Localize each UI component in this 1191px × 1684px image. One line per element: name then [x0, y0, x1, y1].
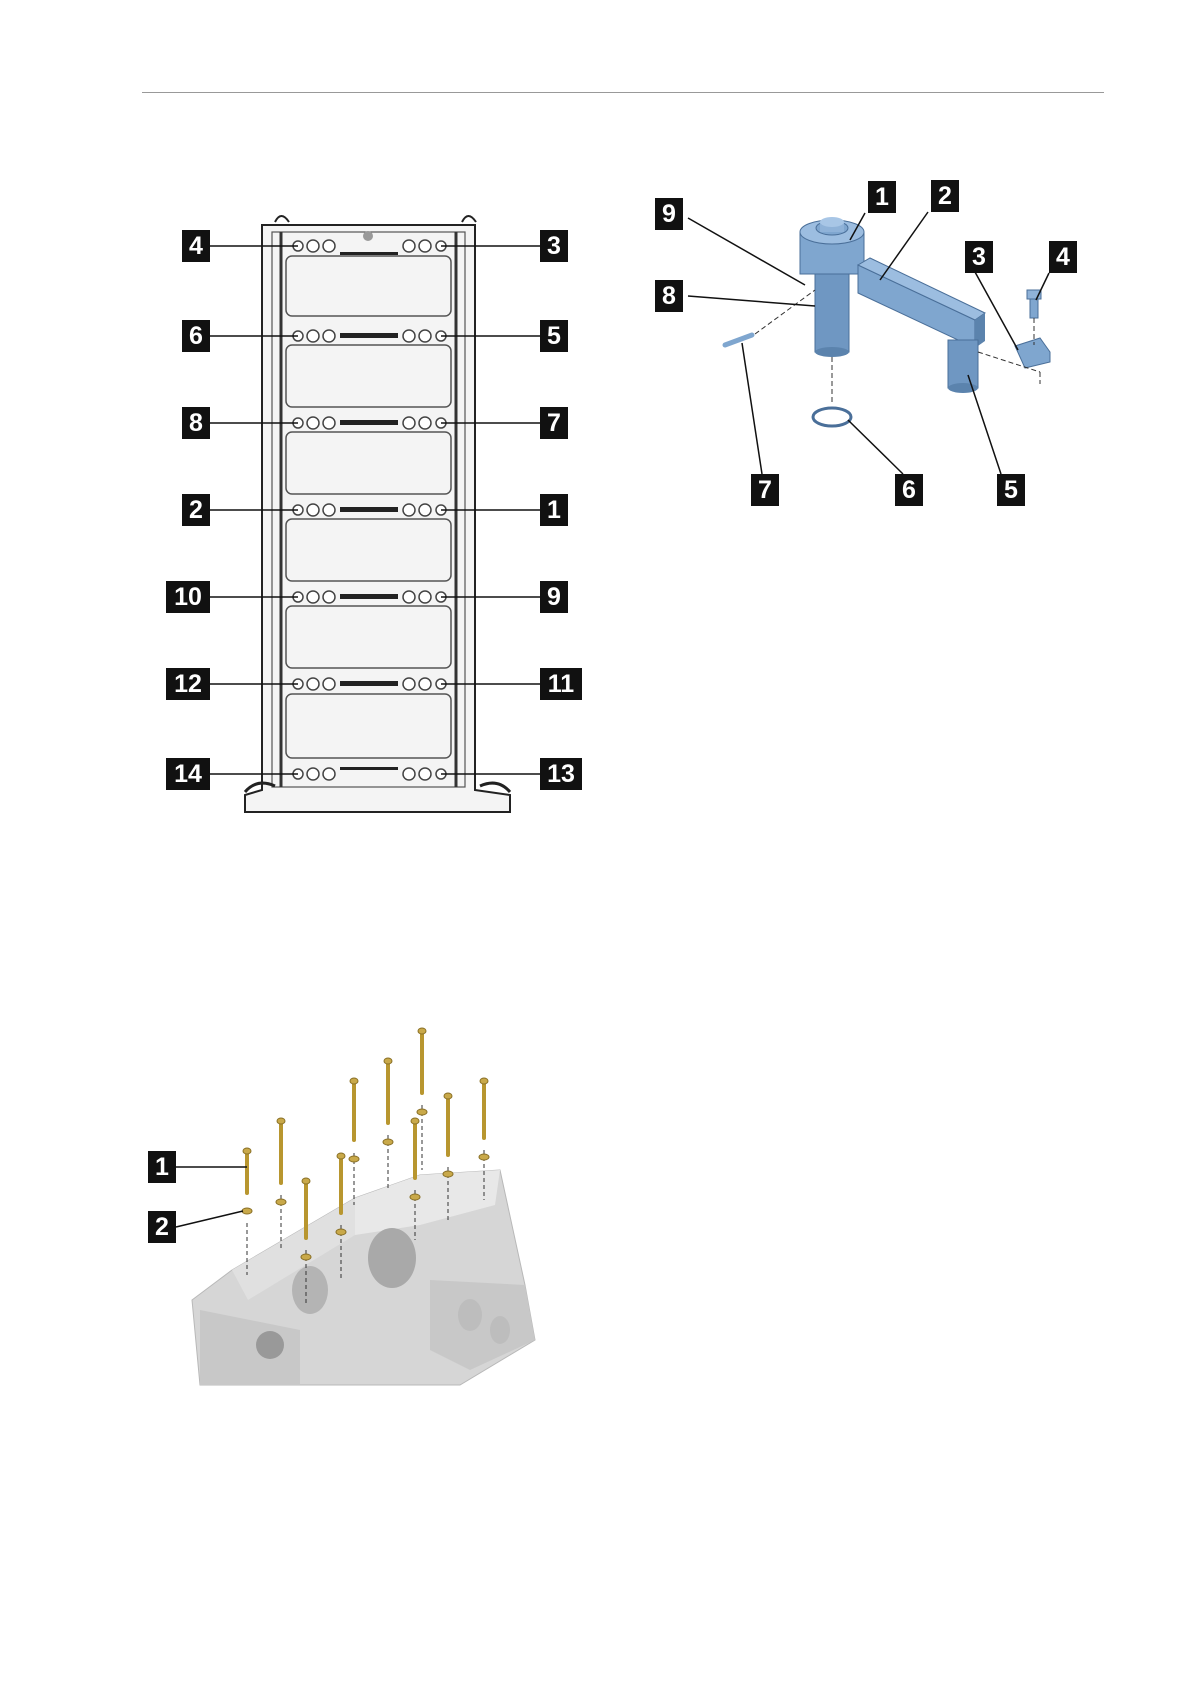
svg-text:13: 13 [547, 760, 575, 788]
callout-13: 13 [540, 758, 582, 790]
svg-text:1: 1 [547, 496, 561, 524]
svg-text:3: 3 [972, 243, 986, 271]
block-figure: 1 2 [148, 1028, 535, 1385]
svg-text:2: 2 [155, 1213, 169, 1241]
svg-text:2: 2 [189, 496, 203, 524]
tool-callout-2: 2 [931, 180, 959, 212]
svg-text:1: 1 [875, 183, 889, 211]
callout-4: 4 [182, 230, 210, 262]
svg-text:3: 3 [547, 232, 561, 260]
svg-text:14: 14 [174, 760, 202, 788]
svg-text:9: 9 [547, 583, 561, 611]
bedplate-figure: 4 3 6 5 8 7 2 1 10 9 12 11 14 13 [166, 216, 582, 812]
callout-2: 2 [182, 494, 210, 526]
svg-text:4: 4 [1056, 243, 1070, 271]
svg-text:5: 5 [547, 322, 561, 350]
callout-9: 9 [540, 581, 568, 613]
svg-text:6: 6 [902, 476, 916, 504]
callout-1: 1 [540, 494, 568, 526]
tool-callout-8: 8 [655, 280, 683, 312]
svg-text:8: 8 [189, 409, 203, 437]
callout-3: 3 [540, 230, 568, 262]
svg-text:4: 4 [189, 232, 203, 260]
svg-text:10: 10 [174, 583, 202, 611]
tool-callout-7: 7 [751, 474, 779, 506]
svg-text:9: 9 [662, 200, 676, 228]
svg-text:5: 5 [1004, 476, 1018, 504]
tool-callout-9: 9 [655, 198, 683, 230]
callout-11: 11 [540, 668, 582, 700]
callout-12: 12 [166, 668, 210, 700]
svg-text:7: 7 [547, 409, 561, 437]
callout-14: 14 [166, 758, 210, 790]
callout-7: 7 [540, 407, 568, 439]
svg-text:12: 12 [174, 670, 202, 698]
svg-text:11: 11 [548, 670, 575, 698]
callout-10: 10 [166, 581, 210, 613]
callout-6: 6 [182, 320, 210, 352]
block-callout-1: 1 [148, 1151, 176, 1183]
tool-callout-3: 3 [965, 241, 993, 273]
svg-text:2: 2 [938, 182, 952, 210]
callout-5: 5 [540, 320, 568, 352]
tool-figure: 1 2 3 4 9 8 7 6 5 [655, 180, 1077, 506]
tool-callout-4: 4 [1049, 241, 1077, 273]
svg-text:6: 6 [189, 322, 203, 350]
tool-callout-1: 1 [868, 181, 896, 213]
svg-text:8: 8 [662, 282, 676, 310]
callout-8: 8 [182, 407, 210, 439]
block-callout-2: 2 [148, 1211, 176, 1243]
tool-callout-6: 6 [895, 474, 923, 506]
tool-callout-5: 5 [997, 474, 1025, 506]
svg-text:7: 7 [758, 476, 772, 504]
svg-text:1: 1 [155, 1153, 169, 1181]
